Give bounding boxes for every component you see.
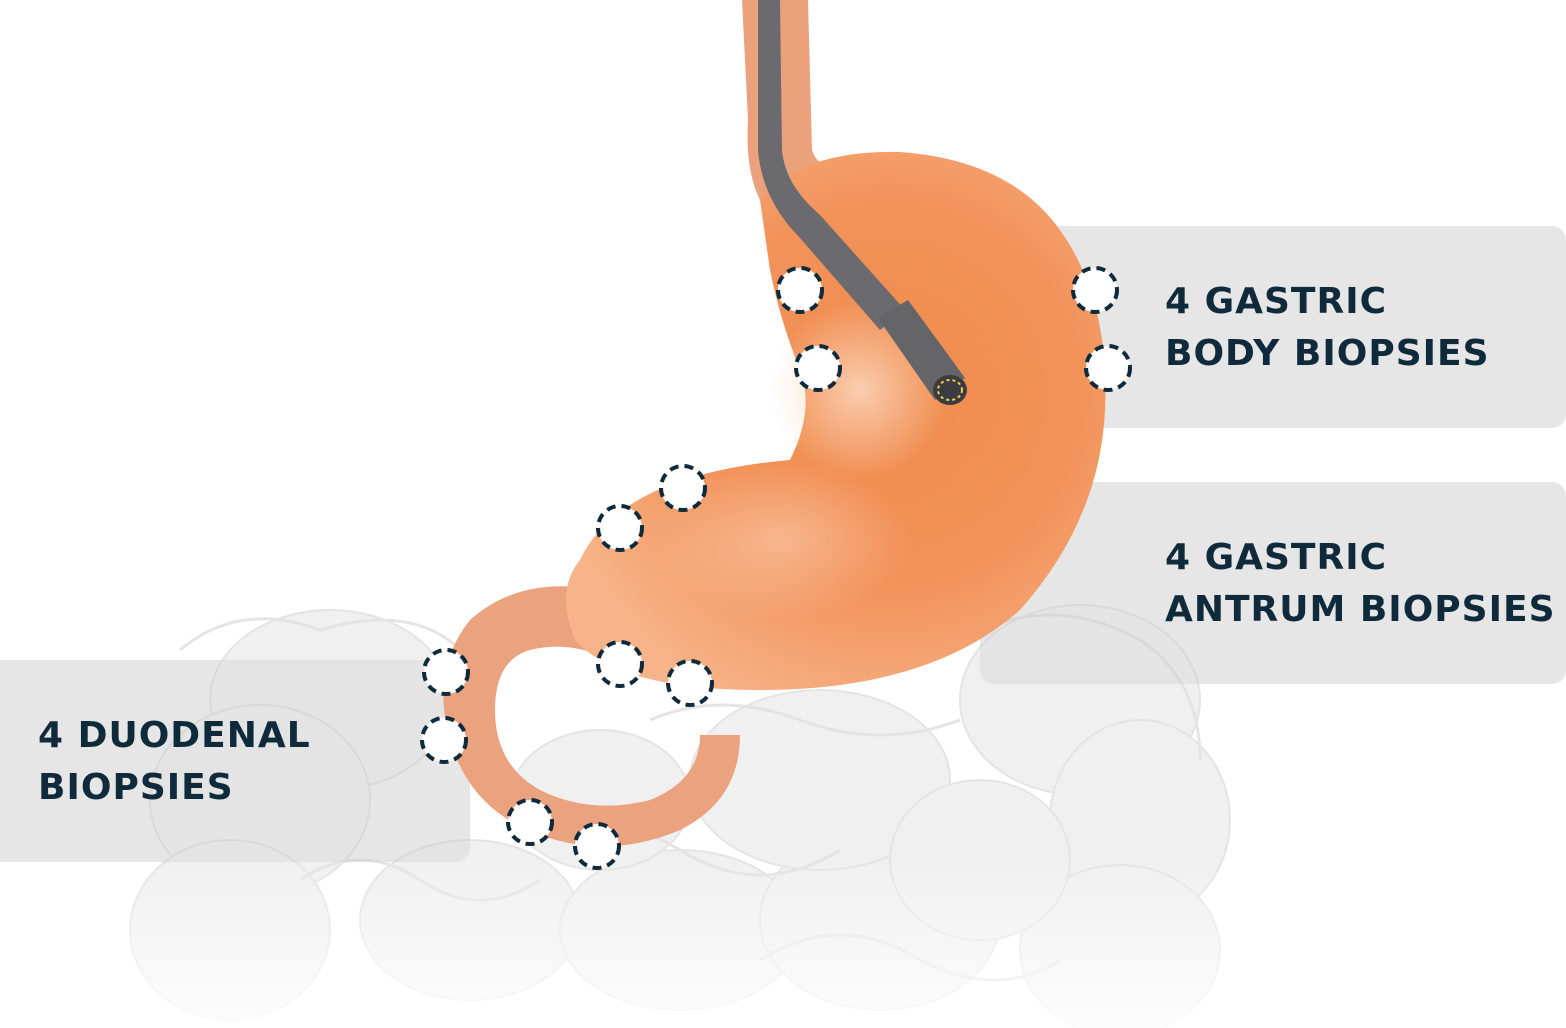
label-line: 4 GASTRIC [1165,537,1388,578]
biopsy-marker [794,344,842,392]
label-line: BIOPSIES [38,767,234,808]
biopsy-marker [666,659,714,707]
biopsy-marker [506,798,554,846]
biopsy-marker [1071,266,1119,314]
biopsy-marker [776,266,824,314]
endoscope [758,0,967,405]
biopsy-marker [596,504,644,552]
gastric-body-biopsies-label: 4 GASTRIC BODY BIOPSIES [1165,276,1490,380]
label-line: 4 GASTRIC [1165,281,1388,322]
label-line: ANTRUM BIOPSIES [1165,589,1556,630]
biopsy-marker [659,464,707,512]
label-line: BODY BIOPSIES [1165,333,1490,374]
duodenal-biopsies-label: 4 DUODENAL BIOPSIES [38,710,311,814]
biopsy-marker [573,822,621,870]
duodenum [443,586,740,847]
gastric-antrum-biopsies-label: 4 GASTRIC ANTRUM BIOPSIES [1165,532,1556,636]
biopsy-marker [422,648,470,696]
biopsy-marker [420,716,468,764]
biopsy-markers [420,266,1132,870]
biopsy-marker [596,640,644,688]
label-line: 4 DUODENAL [38,715,311,756]
biopsy-marker [1084,344,1132,392]
